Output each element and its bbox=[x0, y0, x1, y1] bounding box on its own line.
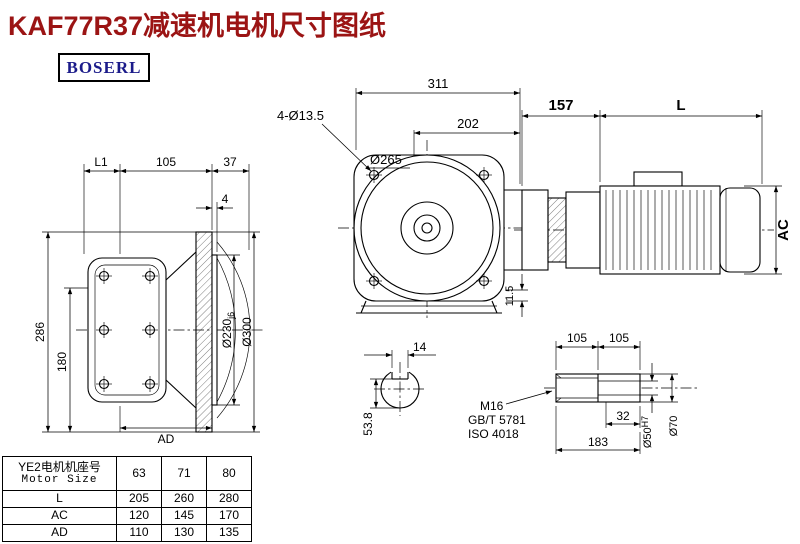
dim-37-label: 37 bbox=[223, 155, 237, 169]
dim-53-8-label: 53.8 bbox=[361, 412, 375, 436]
table-cell: 280 bbox=[207, 491, 252, 508]
dim-d265-label: Ø265 bbox=[370, 152, 402, 167]
table-header-motor-size: YE2电机机座号 Motor Size bbox=[3, 457, 117, 491]
standard-gbt-label: GB/T 5781 bbox=[468, 413, 526, 427]
front-view: 311 202 4-Ø13.5 Ø265 11.5 bbox=[277, 76, 534, 318]
table-col-63: 63 bbox=[117, 457, 162, 491]
dim-4-label: 4 bbox=[222, 192, 229, 206]
dim-d70-label: Ø70 bbox=[668, 416, 680, 437]
dim-ac-label: AC bbox=[775, 219, 792, 241]
table-row-label-ad: AD bbox=[3, 525, 117, 542]
table-cell: 110 bbox=[117, 525, 162, 542]
dim-d50-value: Ø50 bbox=[642, 427, 654, 448]
standard-iso-label: ISO 4018 bbox=[468, 427, 519, 441]
dim-311-label: 311 bbox=[428, 76, 449, 91]
dim-105-label: 105 bbox=[156, 155, 176, 169]
table-row-label-ac: AC bbox=[3, 508, 117, 525]
table-row-label-l: L bbox=[3, 491, 117, 508]
dim-183-label: 183 bbox=[588, 435, 608, 449]
table-cell: 205 bbox=[117, 491, 162, 508]
shaft-detail-view: 105 105 32 183 Ø50H7 Ø70 M16 GB/ bbox=[468, 331, 700, 454]
motor-view: 157 L AC bbox=[514, 97, 792, 275]
table-cell: 170 bbox=[207, 508, 252, 525]
table-header-en: Motor Size bbox=[21, 474, 98, 487]
dim-d50-tolerance: H7 bbox=[640, 416, 650, 428]
dim-32-label: 32 bbox=[616, 409, 630, 423]
page-title: KAF77R37减速机电机尺寸图纸 bbox=[8, 11, 387, 41]
table-cell: 135 bbox=[207, 525, 252, 542]
dim-d300-label: Ø300 bbox=[240, 317, 254, 347]
dim-105a-label: 105 bbox=[567, 331, 587, 345]
table-cell: 260 bbox=[162, 491, 207, 508]
shaft-section-view: 14 53.8 bbox=[361, 340, 436, 436]
dim-14-label: 14 bbox=[413, 340, 427, 354]
dim-157-label: 157 bbox=[548, 97, 573, 114]
dim-202-label: 202 bbox=[457, 116, 479, 131]
table-cell: 130 bbox=[162, 525, 207, 542]
dim-ad-label: AD bbox=[158, 432, 175, 446]
brand-logo: BOSERL bbox=[58, 53, 150, 82]
dim-l1-label: L1 bbox=[94, 155, 108, 169]
table-col-71: 71 bbox=[162, 457, 207, 491]
table-cell: 145 bbox=[162, 508, 207, 525]
thread-callout-label: M16 bbox=[480, 399, 504, 413]
table-col-80: 80 bbox=[207, 457, 252, 491]
motor-size-table: YE2电机机座号 Motor Size 63 71 80 L 205 260 2… bbox=[2, 456, 252, 542]
dim-180-label: 180 bbox=[55, 352, 69, 372]
dim-d230-label: Ø230j6 bbox=[220, 312, 236, 348]
dim-motor-l-label: L bbox=[676, 97, 685, 114]
dim-11-5-label: 11.5 bbox=[504, 286, 516, 307]
dim-d230-value: Ø230 bbox=[220, 319, 234, 349]
dim-286-label: 286 bbox=[33, 322, 47, 342]
table-cell: 120 bbox=[117, 508, 162, 525]
side-view: L1 105 37 4 286 180 AD Ø230j6 bbox=[33, 155, 264, 446]
dim-bolt-holes-label: 4-Ø13.5 bbox=[277, 108, 324, 123]
dim-105b-label: 105 bbox=[609, 331, 629, 345]
dim-d50-label: Ø50H7 bbox=[640, 416, 654, 448]
table-header-cn: YE2电机机座号 bbox=[18, 459, 101, 474]
dim-d230-tolerance: j6 bbox=[226, 312, 236, 320]
